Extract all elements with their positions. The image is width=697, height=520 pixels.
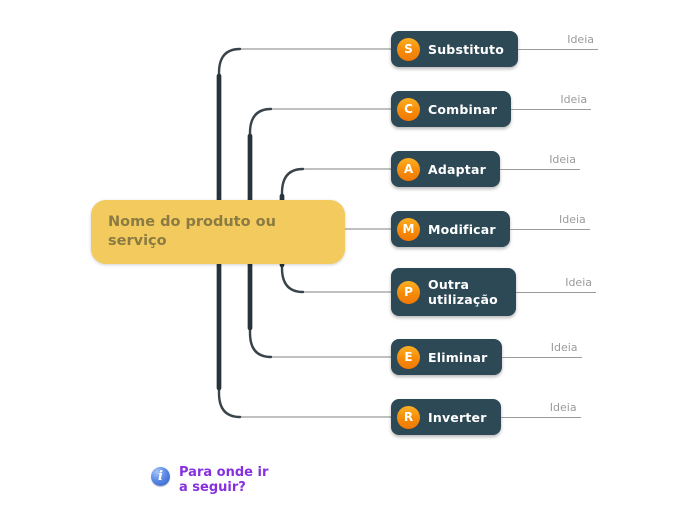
idea-stub: Ideia — [518, 31, 598, 67]
branch-row-inverter: R Inverter Ideia — [391, 399, 581, 435]
idea-stub: Ideia — [509, 211, 590, 247]
node-label: Modificar — [428, 221, 496, 237]
badge-icon-m: M — [397, 217, 420, 241]
idea-placeholder[interactable]: Ideia — [550, 341, 578, 354]
node-substituto[interactable]: S Substituto — [391, 31, 518, 67]
node-combinar[interactable]: C Combinar — [391, 91, 512, 127]
idea-placeholder[interactable]: Ideia — [549, 153, 576, 166]
idea-stub: Ideia — [516, 268, 596, 316]
badge-icon-p: P — [397, 280, 420, 304]
branch-row-substituto: S Substituto Ideia — [391, 31, 598, 67]
connector-eliminar — [249, 262, 392, 358]
connector-adaptar — [281, 168, 392, 202]
idea-placeholder[interactable]: Ideia — [567, 33, 594, 46]
idea-stub-line — [509, 229, 590, 230]
branch-row-eliminar: E Eliminar Ideia — [391, 339, 582, 375]
badge-icon-c: C — [397, 97, 420, 121]
branch-row-combinar: C Combinar Ideia — [391, 91, 592, 127]
idea-placeholder[interactable]: Ideia — [560, 93, 588, 106]
idea-stub-line — [518, 49, 598, 50]
connector-curve — [217, 386, 242, 419]
connector-curve — [280, 261, 305, 294]
idea-stub: Ideia — [499, 151, 580, 187]
footer-help: i Para onde ir a seguir? — [151, 465, 275, 496]
node-label: Adaptar — [428, 161, 486, 177]
connector-curve — [217, 47, 242, 80]
idea-stub: Ideia — [500, 399, 581, 435]
node-label: Substituto — [428, 41, 504, 57]
help-link[interactable]: Para onde ir a seguir? — [179, 465, 269, 496]
idea-stub-line — [500, 417, 581, 418]
node-adaptar[interactable]: A Adaptar — [391, 151, 500, 187]
central-topic-label: Nome do produto ou serviço — [108, 214, 276, 249]
idea-stub-line — [499, 169, 580, 170]
branch-row-outra-utilizacao: P Outra utilização Ideia — [391, 268, 596, 316]
idea-stub: Ideia — [511, 91, 592, 127]
node-eliminar[interactable]: E Eliminar — [391, 339, 502, 375]
branch-row-adaptar: A Adaptar Ideia — [391, 151, 580, 187]
badge-icon-s: S — [397, 37, 420, 61]
node-inverter[interactable]: R Inverter — [391, 399, 501, 435]
badge-icon-r: R — [397, 405, 420, 429]
node-label: Inverter — [428, 409, 487, 425]
connector-outra-utilizacao — [281, 262, 392, 293]
badge-icon-e: E — [397, 345, 420, 369]
node-outra-utilizacao[interactable]: P Outra utilização — [391, 268, 516, 316]
central-topic-node[interactable]: Nome do produto ou serviço — [91, 200, 345, 264]
node-modificar[interactable]: M Modificar — [391, 211, 510, 247]
node-label: Outra utilização — [428, 277, 498, 307]
idea-stub-line — [511, 109, 592, 110]
connector-combinar — [249, 108, 392, 202]
info-icon[interactable]: i — [151, 467, 170, 486]
connector-curve — [248, 326, 273, 359]
connector-curve — [280, 167, 305, 199]
idea-stub: Ideia — [501, 339, 582, 375]
idea-stub-line — [501, 357, 582, 358]
idea-placeholder[interactable]: Ideia — [565, 276, 592, 289]
branch-row-modificar: M Modificar Ideia — [391, 211, 590, 247]
idea-placeholder[interactable]: Ideia — [559, 213, 586, 226]
node-label: Combinar — [428, 101, 498, 117]
node-label: Eliminar — [428, 349, 488, 365]
idea-stub-line — [516, 292, 596, 293]
connector-curve — [248, 107, 273, 140]
idea-placeholder[interactable]: Ideia — [549, 401, 577, 414]
connector-substituto — [218, 48, 392, 202]
connector-inverter — [218, 262, 392, 418]
badge-icon-a: A — [397, 157, 420, 181]
